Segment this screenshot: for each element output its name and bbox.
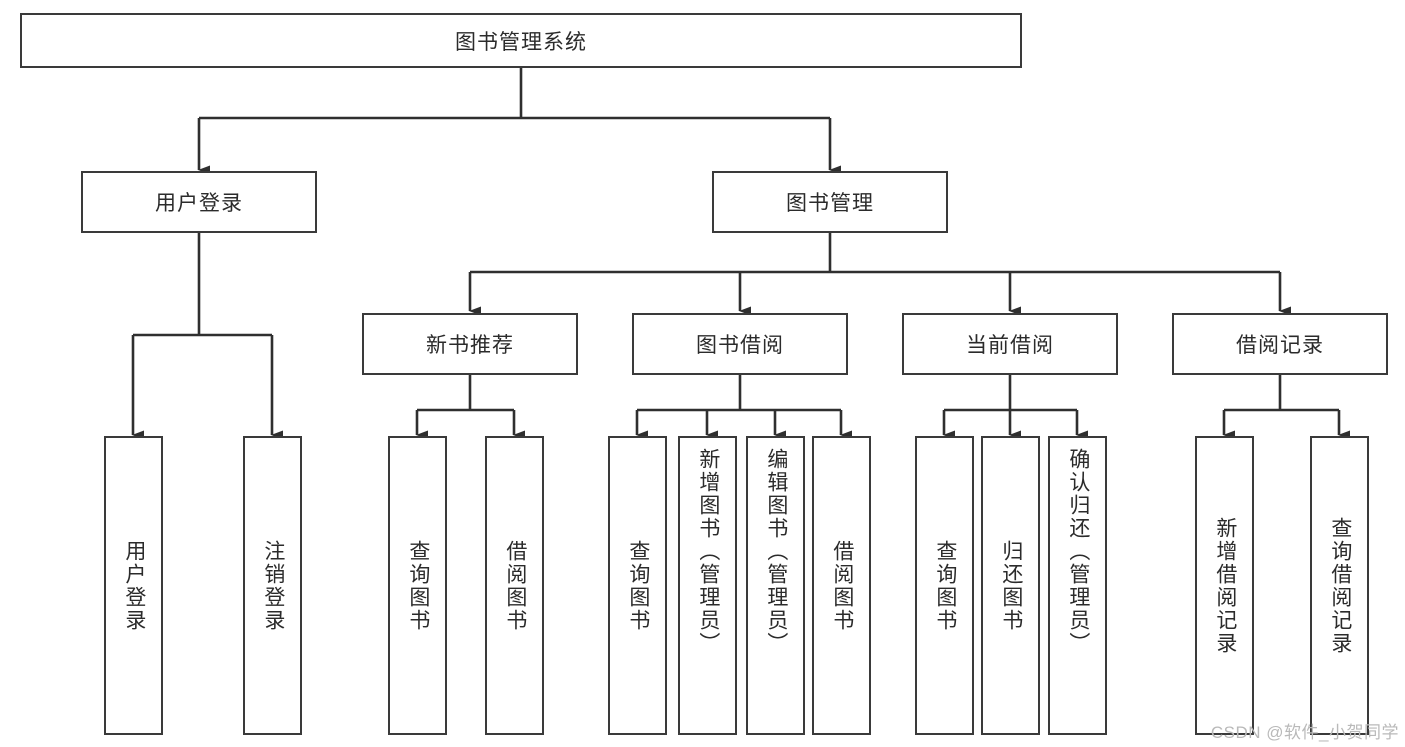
node-new-book-recommend-label: 新书推荐 — [426, 334, 514, 357]
node-current-borrow[interactable]: 当前借阅 — [902, 313, 1118, 375]
leaf-current-query-book[interactable]: 查询图书 — [915, 436, 974, 735]
leaf-borrow-query-book[interactable]: 查询图书 — [608, 436, 667, 735]
leaf-label: 借阅图书 — [830, 539, 854, 632]
node-book-borrow[interactable]: 图书借阅 — [632, 313, 848, 375]
node-borrow-record-label: 借阅记录 — [1236, 334, 1324, 357]
node-book-management[interactable]: 图书管理 — [712, 171, 948, 233]
node-user-login-label: 用户登录 — [155, 192, 243, 215]
leaf-borrow-borrow-book[interactable]: 借阅图书 — [812, 436, 871, 735]
node-user-login[interactable]: 用户登录 — [81, 171, 317, 233]
leaf-record-add[interactable]: 新增借阅记录 — [1195, 436, 1254, 735]
node-borrow-record[interactable]: 借阅记录 — [1172, 313, 1388, 375]
leaf-label: 查询图书 — [933, 539, 957, 632]
leaf-label: 借阅图书 — [503, 539, 527, 632]
node-root[interactable]: 图书管理系统 — [20, 13, 1022, 68]
leaf-current-confirm-return[interactable]: 确认归还（管理员） — [1048, 436, 1107, 735]
leaf-label: 编辑图书（管理员） — [764, 448, 788, 655]
node-current-borrow-label: 当前借阅 — [966, 334, 1054, 357]
leaf-label: 查询图书 — [626, 539, 650, 632]
leaf-label: 用户登录 — [122, 539, 146, 632]
watermark: CSDN @软件_小贺同学 — [1210, 723, 1399, 742]
leaf-label: 新增图书（管理员） — [696, 448, 720, 655]
node-book-borrow-label: 图书借阅 — [696, 334, 784, 357]
leaf-label: 确认归还（管理员） — [1066, 448, 1090, 655]
leaf-label: 新增借阅记录 — [1213, 516, 1237, 655]
leaf-borrow-edit-book[interactable]: 编辑图书（管理员） — [746, 436, 805, 735]
leaf-current-return-book[interactable]: 归还图书 — [981, 436, 1040, 735]
leaf-record-query[interactable]: 查询借阅记录 — [1310, 436, 1369, 735]
node-book-management-label: 图书管理 — [786, 192, 874, 215]
leaf-label: 查询图书 — [406, 539, 430, 632]
leaf-user-login-logout[interactable]: 注销登录 — [243, 436, 302, 735]
leaf-label: 注销登录 — [261, 539, 285, 632]
leaf-user-login-login[interactable]: 用户登录 — [104, 436, 163, 735]
leaf-new-book-query[interactable]: 查询图书 — [388, 436, 447, 735]
leaf-label: 查询借阅记录 — [1328, 516, 1352, 655]
leaf-label: 归还图书 — [999, 539, 1023, 632]
node-root-label: 图书管理系统 — [455, 30, 587, 54]
leaf-borrow-add-book[interactable]: 新增图书（管理员） — [678, 436, 737, 735]
leaf-new-book-borrow[interactable]: 借阅图书 — [485, 436, 544, 735]
node-new-book-recommend[interactable]: 新书推荐 — [362, 313, 578, 375]
